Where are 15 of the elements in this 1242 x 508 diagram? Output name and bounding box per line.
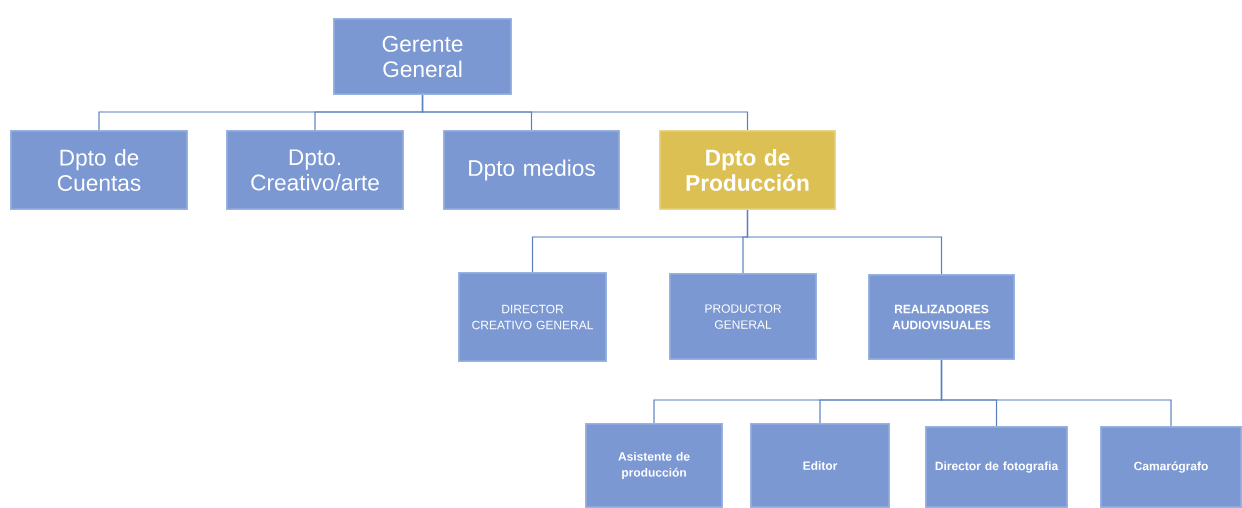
connector-line bbox=[421, 94, 749, 131]
org-box: Dpto. Creativo/arte bbox=[226, 130, 404, 210]
org-box: Dpto de Cuentas bbox=[10, 130, 188, 210]
org-box: PRODUCTOR GENERAL bbox=[669, 273, 817, 360]
connector-line bbox=[746, 209, 943, 275]
org-box: DIRECTOR CREATIVO GENERAL bbox=[458, 272, 607, 362]
org-box: Dpto de Producción bbox=[659, 130, 836, 210]
org-box: Director de fotografia bbox=[925, 426, 1068, 508]
org-box: REALIZADORES AUDIOVISUALES bbox=[868, 274, 1015, 360]
org-box: Editor bbox=[750, 423, 890, 508]
org-box: Dpto medios bbox=[443, 130, 620, 210]
org-box: Camarógrafo bbox=[1100, 426, 1242, 508]
org-box: Gerente General bbox=[333, 18, 512, 95]
org-box: Asistente de producción bbox=[585, 423, 723, 508]
connector-line bbox=[940, 359, 1172, 427]
